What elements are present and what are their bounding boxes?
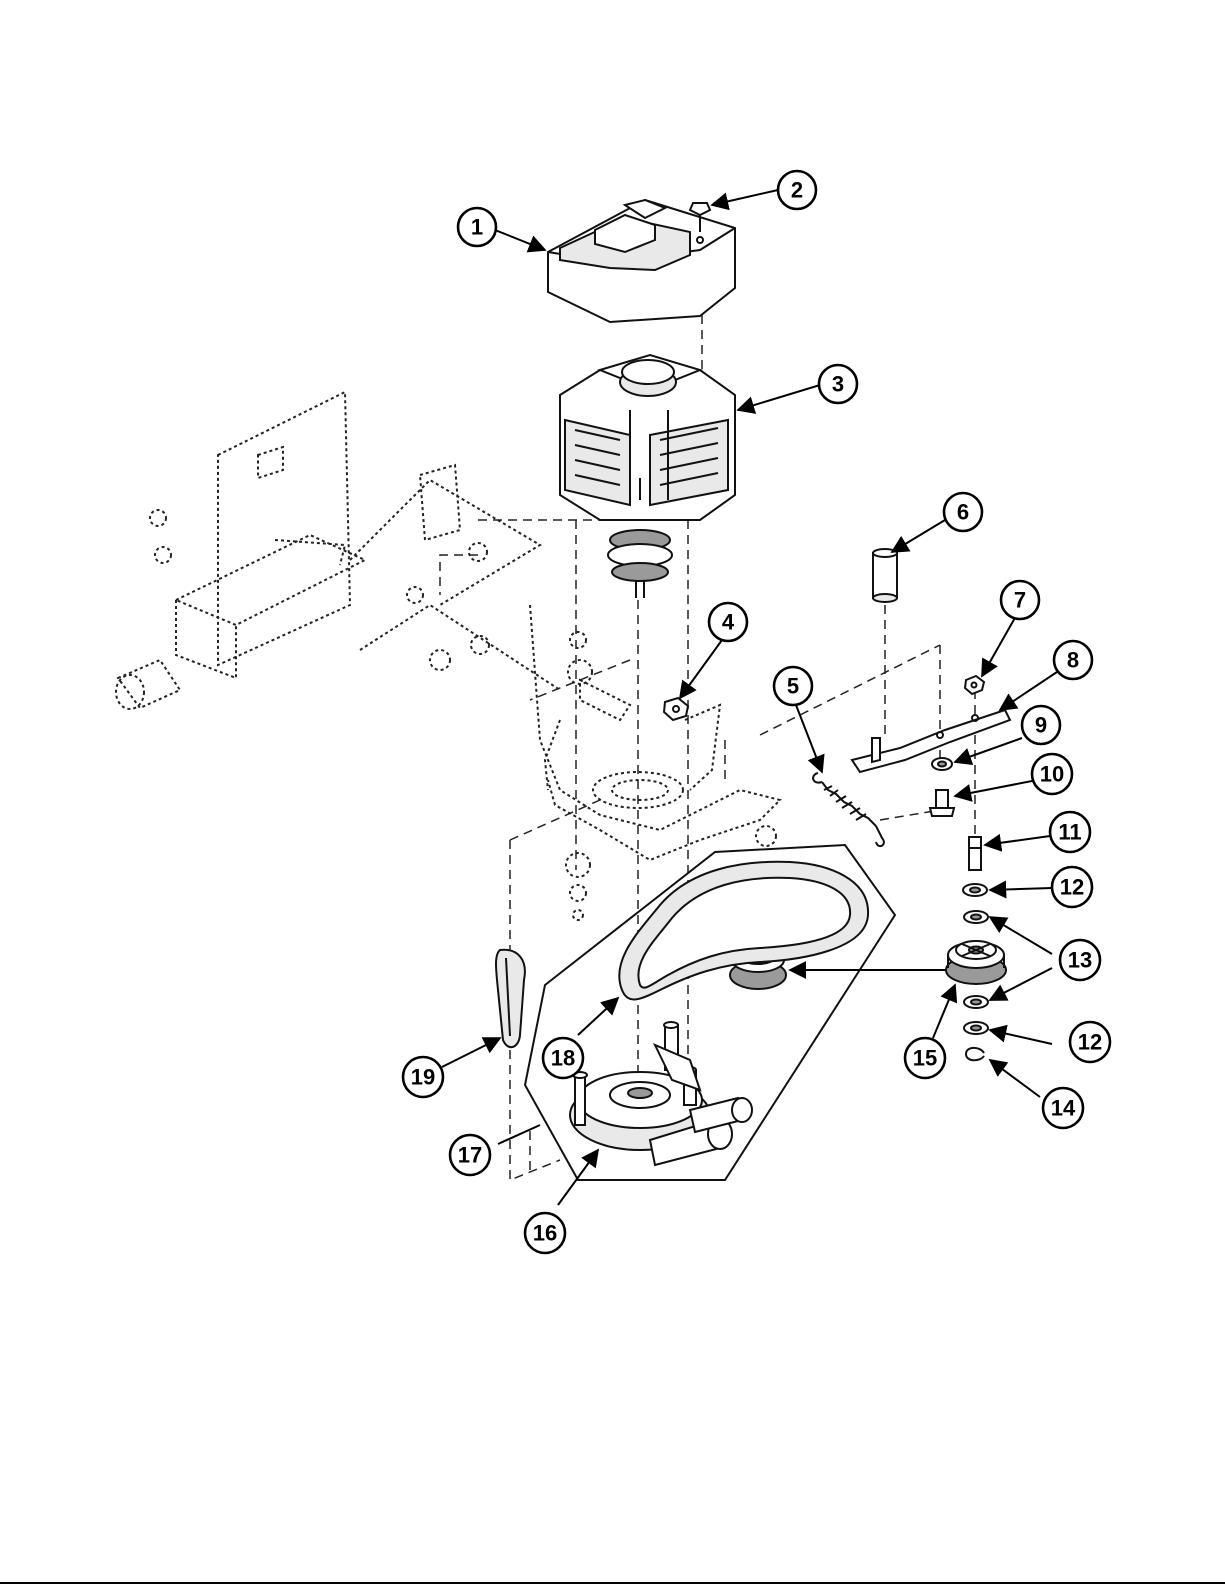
callout-17: 17: [450, 1135, 490, 1175]
part-washer: [932, 758, 952, 770]
ghost-bumper-roller: [116, 660, 180, 709]
callout-16: 16: [525, 1213, 565, 1253]
callout-13: 13: [1060, 940, 1100, 980]
callout-8: 8: [1054, 641, 1092, 679]
ghost-mounting-bracket: [176, 392, 560, 690]
callout-label: 19: [411, 1065, 435, 1090]
callout-4: 4: [709, 603, 747, 641]
part-water-pump: [570, 1022, 752, 1165]
ghost-small-screw-left-2: [155, 547, 171, 563]
callout-label: 18: [551, 1046, 575, 1071]
callout-1: 1: [458, 208, 496, 246]
part-retaining-ring: [966, 1048, 984, 1060]
ghost-small-screw-left-1: [150, 510, 166, 526]
part-spacer-washer-bottom: [964, 996, 988, 1008]
callout-19: 19: [403, 1057, 443, 1097]
callout-label: 5: [787, 674, 799, 699]
part-spacer-tube: [873, 549, 897, 602]
callout-leaders: [442, 190, 1060, 1205]
part-clip: [496, 950, 525, 1047]
callout-10: 10: [1032, 754, 1072, 794]
part-washer-bottom: [964, 1022, 988, 1034]
part-idler-shaft: [969, 837, 981, 870]
callout-label: 4: [722, 610, 735, 635]
callout-15: 15: [905, 1038, 945, 1078]
ghost-motor-mount-plate: [530, 605, 780, 860]
callout-18: 18: [543, 1038, 583, 1078]
callout-label: 17: [458, 1143, 482, 1168]
callout-label: 16: [533, 1221, 557, 1246]
callout-label: 6: [957, 500, 969, 525]
part-idler-arm: [852, 710, 1010, 772]
part-drive-motor: [560, 355, 735, 598]
callout-label: 15: [913, 1046, 937, 1071]
callout-label: 8: [1067, 648, 1079, 673]
callout-label: 12: [1060, 875, 1084, 900]
callout-12-bottom: 12: [1070, 1022, 1110, 1062]
part-nut: [664, 698, 688, 720]
callout-label: 3: [832, 372, 844, 397]
callout-label: 1: [471, 215, 483, 240]
part-small-nut: [965, 676, 984, 694]
part-tension-spring: [813, 773, 884, 846]
callout-5: 5: [774, 667, 812, 705]
callout-label: 14: [1051, 1096, 1076, 1121]
callout-11: 11: [1050, 812, 1090, 852]
part-spacer-washer-top: [964, 911, 988, 923]
callout-6: 6: [944, 493, 982, 531]
callout-label: 9: [1035, 713, 1047, 738]
callout-7: 7: [1001, 581, 1039, 619]
callout-label: 10: [1040, 762, 1064, 787]
part-washer-top: [963, 884, 987, 896]
callout-3: 3: [819, 365, 857, 403]
callout-label: 7: [1014, 588, 1026, 613]
part-idler-pulley: [946, 941, 1006, 984]
callout-label: 11: [1058, 820, 1081, 845]
part-shoulder-bolt: [930, 790, 954, 816]
callout-label: 2: [791, 178, 803, 203]
ghost-fasteners: [407, 543, 776, 920]
callout-9: 9: [1022, 706, 1060, 744]
part-motor-cover: [548, 200, 735, 322]
callout-12-top: 12: [1052, 867, 1092, 907]
callout-14: 14: [1043, 1088, 1083, 1128]
callout-label: 12: [1078, 1030, 1102, 1055]
callout-2: 2: [778, 171, 816, 209]
callout-label: 13: [1068, 948, 1092, 973]
